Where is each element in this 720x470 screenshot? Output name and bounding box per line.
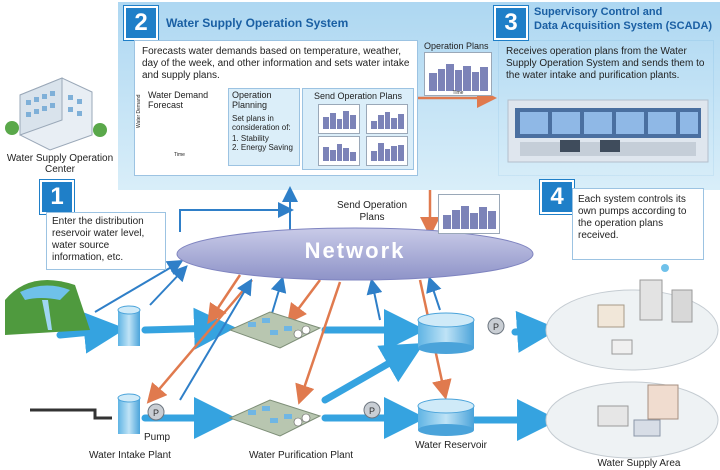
forecast-title: Water Demand Forecast <box>148 90 209 110</box>
send-plans-title: Send Operation Plans <box>314 91 403 101</box>
step-1-number: 1 <box>40 180 74 214</box>
operation-plans-chart-x-label: Time <box>452 90 464 96</box>
supply-area-label: Water Supply Area <box>597 458 681 469</box>
pump-icon-letter: P <box>369 406 375 416</box>
pump-icon-3: P <box>487 317 505 335</box>
network-label: Network <box>304 238 406 263</box>
forecast-x-label: Time <box>174 152 185 158</box>
control-arrows <box>146 88 497 405</box>
send-plan-chart-1 <box>318 104 360 134</box>
purification-plant-2 <box>228 399 322 437</box>
step-3-text: Receives operation plans from the Water … <box>506 46 705 81</box>
intake-tank-2 <box>117 393 141 434</box>
pump-icon-1: P <box>147 403 165 421</box>
step-1-text: Enter the distribution reservoir water l… <box>52 216 145 263</box>
pump-label: Pump <box>144 432 171 443</box>
planning-title: Operation Planning <box>232 90 272 110</box>
send-plan-chart-3 <box>318 136 360 166</box>
data-arrows <box>94 186 442 401</box>
water-source <box>5 280 90 335</box>
step-3-title-line-1: Supervisory Control and <box>534 6 663 18</box>
forecast-y-label: Water Demand <box>136 94 142 128</box>
intake-pipe <box>30 408 112 420</box>
planning-item-stability: 1. Stability <box>232 134 269 143</box>
operation-center-label: Water Supply Operation Center <box>6 153 114 175</box>
step-3-number: 3 <box>494 6 528 40</box>
purification-plant-label: Water Purification Plant <box>248 450 354 461</box>
reservoir-1 <box>417 312 475 354</box>
step-2-number: 2 <box>124 6 158 40</box>
operation-center-building <box>5 77 107 151</box>
step-4-number: 4 <box>540 180 574 214</box>
operation-plans-label: Operation Plans <box>424 41 489 51</box>
planning-text: Set plans in consideration of: <box>232 114 291 132</box>
step-1-box <box>46 212 166 270</box>
pump-icon-letter: P <box>493 322 499 332</box>
reservoir-label: Water Reservoir <box>415 440 487 451</box>
intake-tank-1 <box>117 305 141 346</box>
reservoir-2 <box>417 398 475 436</box>
purification-plant-1 <box>228 311 322 349</box>
supply-area-town-1 <box>545 264 719 371</box>
step-4-text: Each system controls its own pumps accor… <box>578 194 687 241</box>
scada-control-room <box>507 99 709 163</box>
step-4-box <box>572 188 704 260</box>
supply-area-town-2 <box>545 381 719 459</box>
intake-plant-label: Water Intake Plant <box>89 450 171 461</box>
operation-plans-chart: Time <box>424 52 492 96</box>
step-3-title-line-2: Data Acquisition System (SCADA) <box>534 20 713 32</box>
pump-icon-letter: P <box>153 408 159 418</box>
send-plan-chart-4 <box>366 136 408 166</box>
step-2-title: Water Supply Operation System <box>166 16 349 30</box>
planning-item-energy-saving: 2. Energy Saving <box>232 143 293 152</box>
send-operation-plans-chart <box>438 194 500 234</box>
pump-icon-2: P <box>363 401 381 419</box>
send-plan-chart-2 <box>366 104 408 134</box>
operation-planning-box <box>228 88 300 166</box>
send-operation-plans-label: Send Operation Plans <box>336 200 408 223</box>
flow-pipes <box>56 307 559 441</box>
network-ellipse <box>176 227 534 281</box>
step-2-description: Forecasts water demands based on tempera… <box>142 46 410 81</box>
